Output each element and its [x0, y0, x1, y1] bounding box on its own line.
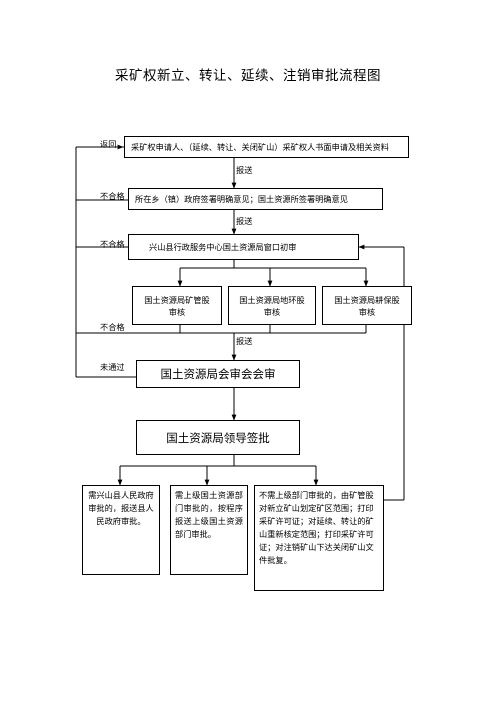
higher-dept-box: 需上级国土资源部门审批的，按程序报送上级国土资源部门审批。: [170, 485, 248, 575]
leader-sign-box: 国土资源局领导签批: [136, 420, 300, 455]
return-label: 返回: [100, 139, 117, 149]
submit-label-1: 报送: [236, 165, 253, 175]
page-title: 采矿权新立、转让、延续、注销审批流程图: [115, 68, 381, 84]
submit-label-3: 报送: [236, 336, 253, 346]
fail-label-2: 不合格: [100, 239, 125, 249]
no-higher-approval-box: 不需上级部门审批的，由矿管股对新立矿山划定矿区范围；打印采矿许可证；对延续、转让…: [254, 485, 384, 591]
mine-dept-box: 国土资源局矿管股审核: [132, 286, 222, 325]
farmland-dept-box: 国土资源局耕保股审核: [322, 286, 412, 325]
fail-label-3: 不合格: [100, 322, 125, 332]
township-review-box: 所在乡（镇）政府签署明确意见；国土资源所签署明确意见: [128, 188, 383, 210]
fail-label-1: 不合格: [100, 191, 125, 201]
bureau-meeting-box: 国土资源局会审会会审: [136, 360, 300, 388]
not-passed-label: 未通过: [100, 362, 125, 372]
window-review-box: 兴山县行政服务中心国土资源局窗口初审: [128, 234, 359, 260]
county-gov-box: 需兴山县人民政府审批的，报送县人民政府审批。: [82, 485, 160, 575]
submit-label-2: 报送: [236, 216, 253, 226]
geo-dept-box: 国土资源局地环股审核: [228, 286, 316, 325]
application-box: 采矿权申请人、（延续、转让、关闭矿山）采矿权人书面申请及相关资料: [124, 136, 409, 158]
